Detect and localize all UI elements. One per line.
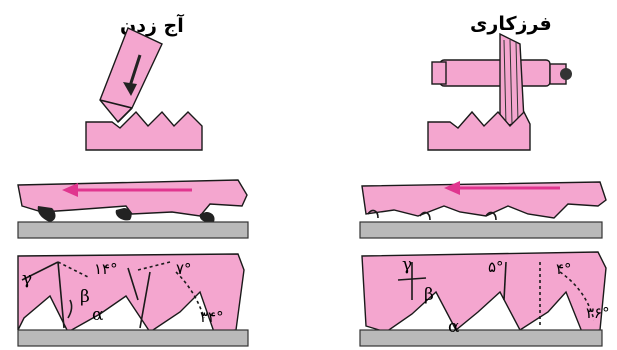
- chisel-tool: [99, 27, 163, 124]
- down-arrow-icon: [123, 82, 137, 96]
- left-angle-3: ۳۴°: [200, 308, 224, 326]
- right-beta-label: β: [424, 285, 434, 305]
- right-sawtooth-blank: [427, 110, 531, 151]
- feed-arrow-icon-right: [444, 181, 460, 195]
- right-saw-bottom: γ β α ۵° ۴° ۳۶°: [359, 251, 610, 347]
- left-angle-1: ۱۴°: [94, 260, 118, 278]
- left-panel: آج زدن: [17, 13, 249, 347]
- right-panel: فرزکاری: [359, 13, 610, 347]
- right-angle-1: ۵°: [488, 258, 504, 276]
- right-title: فرزکاری: [470, 13, 552, 35]
- right-gamma-label: γ: [402, 255, 412, 275]
- left-alpha-label: α: [92, 305, 104, 325]
- feed-arrow-icon: [62, 183, 78, 197]
- right-angle-2: ۴°: [556, 260, 572, 278]
- left-sawtooth-blank: [85, 110, 203, 151]
- left-saw-middle: [17, 179, 249, 239]
- right-saw-middle: [359, 181, 607, 239]
- left-angle-2: ۷°: [176, 260, 192, 278]
- left-saw-bottom: γ β α ۱۴° ۷° ۳۴°: [17, 253, 249, 347]
- right-angle-3: ۳۶°: [586, 304, 610, 322]
- left-gamma-label: γ: [22, 269, 32, 289]
- left-base-bar-top: [17, 221, 249, 239]
- left-beta-label: β: [80, 287, 90, 307]
- right-alpha-label: α: [448, 317, 460, 337]
- right-base-bar-top: [359, 221, 603, 239]
- milling-cutter: [431, 32, 572, 129]
- right-base-bar-bottom: [359, 329, 603, 347]
- left-base-bar-bottom: [17, 329, 249, 347]
